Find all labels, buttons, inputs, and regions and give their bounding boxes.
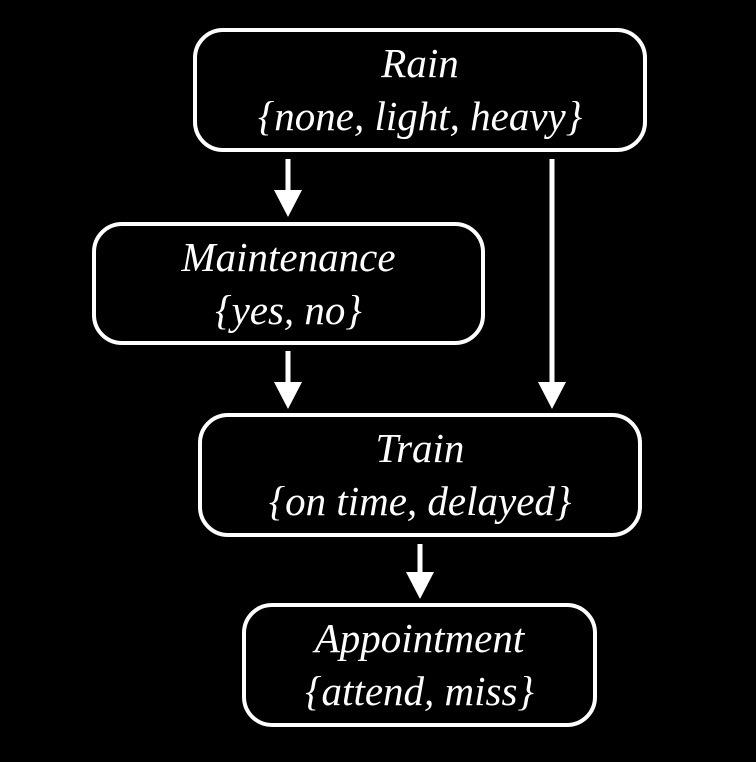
edge-train-to-appointment: [406, 544, 434, 599]
edge-rain-to-maintenance: [274, 159, 302, 217]
node-train-values: {on time, delayed}: [268, 478, 572, 524]
node-rain-label: Rain: [381, 40, 459, 86]
node-appointment-label: Appointment: [314, 615, 525, 661]
arrowhead-icon: [406, 572, 434, 599]
arrowhead-icon: [274, 190, 302, 217]
node-rain: Rain {none, light, heavy}: [193, 28, 647, 152]
arrowhead-icon: [274, 382, 302, 409]
node-maintenance-label: Maintenance: [181, 233, 396, 280]
edge-maintenance-to-train: [274, 351, 302, 409]
node-train: Train {on time, delayed}: [198, 413, 642, 537]
node-train-label: Train: [375, 425, 465, 471]
node-maintenance-values: {yes, no}: [215, 286, 362, 333]
node-appointment-values: {attend, miss}: [305, 668, 534, 714]
node-appointment: Appointment {attend, miss}: [242, 603, 597, 727]
edge-rain-to-train: [538, 159, 566, 409]
node-rain-values: {none, light, heavy}: [257, 93, 583, 139]
node-maintenance: Maintenance {yes, no}: [92, 222, 485, 345]
arrowhead-icon: [538, 382, 566, 409]
